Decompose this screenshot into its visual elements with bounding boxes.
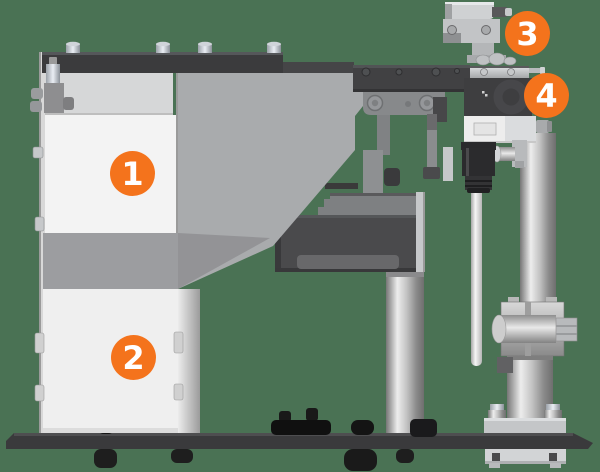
support-column-right [484,133,578,434]
flange-bolt [546,404,560,413]
base-feet [94,449,566,471]
mounting-arm [353,65,470,181]
dosing-head-block [464,78,532,116]
outlet-link [363,150,383,193]
lid-bolt [198,41,212,53]
foot [171,449,193,463]
arm-screw [431,67,441,77]
cabinet-tabs [32,146,184,402]
support-column-center [386,272,424,434]
dome-fitting [351,420,374,435]
foot [344,449,377,471]
outlet-bracket [318,193,418,215]
flange-bolt [490,404,504,413]
guide-rod [471,188,482,366]
arm-screw [395,68,403,76]
lid-bolt [267,41,281,53]
lid-bolt [156,41,170,53]
callout-3: 3 [505,11,550,56]
link-strip [427,114,437,177]
outlet-knob [384,168,400,186]
valve-block [464,116,552,168]
callout-2: 2 [111,335,156,380]
coupling [470,52,545,78]
lid-bolt [66,41,80,53]
column-collar [410,419,437,437]
lid-bar [42,41,354,73]
callout-1: 1 [110,151,155,196]
elbow-fitting [512,140,527,167]
arm-screw [361,67,371,77]
tee-fitting [271,420,331,435]
flange-base [484,418,566,434]
side-valve [30,57,74,113]
motor-connector [492,7,507,17]
lower-box-side [178,289,200,433]
clamp-through-cylinder [497,315,556,343]
hex-bolt [555,317,578,342]
plunger [461,142,496,193]
foot [396,449,414,463]
side-stub [536,120,549,133]
callout-4: 4 [524,73,569,118]
hopper-cone [178,72,363,289]
mount-block [485,449,566,464]
motor-screw [481,25,491,35]
middle-band [43,233,178,289]
arm-screw [454,68,460,74]
link-strip [443,147,453,181]
foot [94,449,117,468]
motor-bracket [472,43,494,58]
motor-screw [447,25,457,35]
outlet-assembly [275,115,425,272]
dosing-head-assembly [443,2,552,193]
cabinet-left-edge [39,52,45,433]
base-plate [6,433,593,449]
